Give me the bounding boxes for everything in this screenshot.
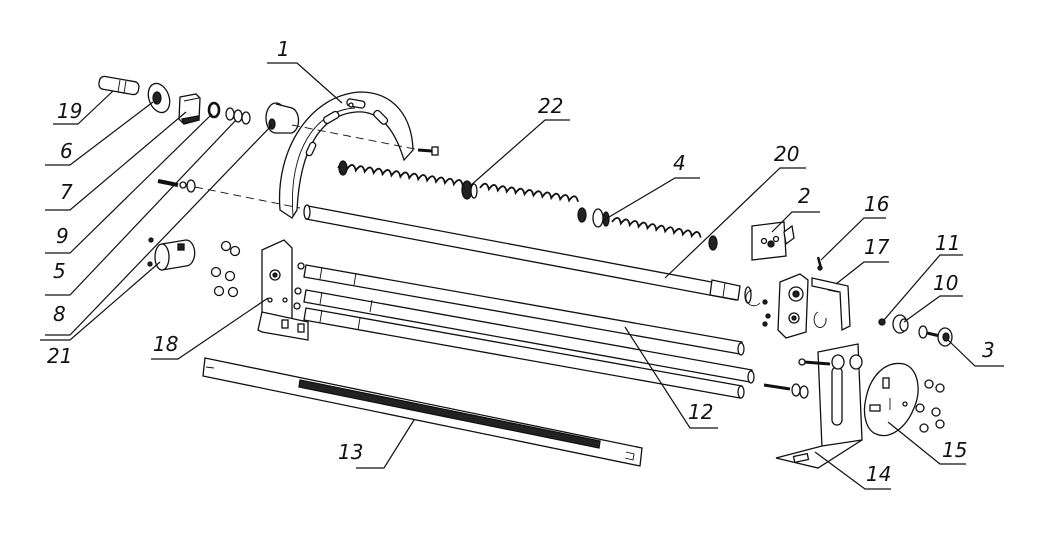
label-part-17: 17 <box>864 235 890 259</box>
part-14-bracket <box>775 343 863 469</box>
label-part-20: 20 <box>774 142 799 166</box>
part-16-screw <box>816 256 823 271</box>
assembly-line-lower <box>194 186 301 209</box>
part-17-bracket <box>811 277 851 332</box>
label-part-5: 5 <box>53 259 66 283</box>
label-part-8: 8 <box>53 302 66 326</box>
nuts-left <box>210 240 241 298</box>
part-3-knob <box>918 325 953 347</box>
label-part-21: 21 <box>47 344 72 368</box>
screws-right <box>763 358 831 399</box>
part-20-rod <box>303 204 752 304</box>
part-19-pin <box>98 75 140 96</box>
label-part-13: 13 <box>338 440 363 464</box>
label-part-2: 2 <box>798 184 811 208</box>
part-5-washers <box>225 107 251 125</box>
part-22-spring <box>337 160 579 203</box>
part-4-spring <box>577 207 718 251</box>
label-part-14: 14 <box>866 462 891 486</box>
label-part-22: 22 <box>538 94 563 118</box>
part-21-cap <box>147 237 196 271</box>
label-part-16: 16 <box>864 192 889 216</box>
part-13-bar <box>202 357 643 467</box>
label-part-10: 10 <box>933 271 958 295</box>
label-part-6: 6 <box>60 139 73 163</box>
label-part-15: 15 <box>942 438 967 462</box>
label-part-7: 7 <box>60 180 73 204</box>
part-11-nut <box>878 318 886 326</box>
part-8-hub <box>265 102 300 134</box>
part-9-ring <box>207 101 221 119</box>
label-part-19: 19 <box>57 99 82 123</box>
label-part-3: 3 <box>982 338 995 362</box>
label-part-4: 4 <box>673 151 686 175</box>
part-15-plate <box>863 362 945 437</box>
screw-plate-1 <box>417 146 439 156</box>
label-part-9: 9 <box>56 224 69 248</box>
part-2-bracket <box>751 221 795 261</box>
part-18-bracket <box>257 239 309 341</box>
hub-block <box>745 273 809 339</box>
screw-small <box>157 179 196 193</box>
label-part-18: 18 <box>153 332 178 356</box>
label-part-11: 11 <box>935 231 960 255</box>
part-10-bush <box>892 314 909 334</box>
assembly-line-upper <box>291 124 421 151</box>
part-1-arc-plate <box>278 91 414 219</box>
label-part-1: 1 <box>277 37 290 61</box>
label-part-12: 12 <box>688 400 713 424</box>
part-6-plate <box>147 82 171 114</box>
part-7-block <box>178 93 201 125</box>
part-12-rods <box>303 264 755 399</box>
leader-lines <box>40 62 1004 490</box>
